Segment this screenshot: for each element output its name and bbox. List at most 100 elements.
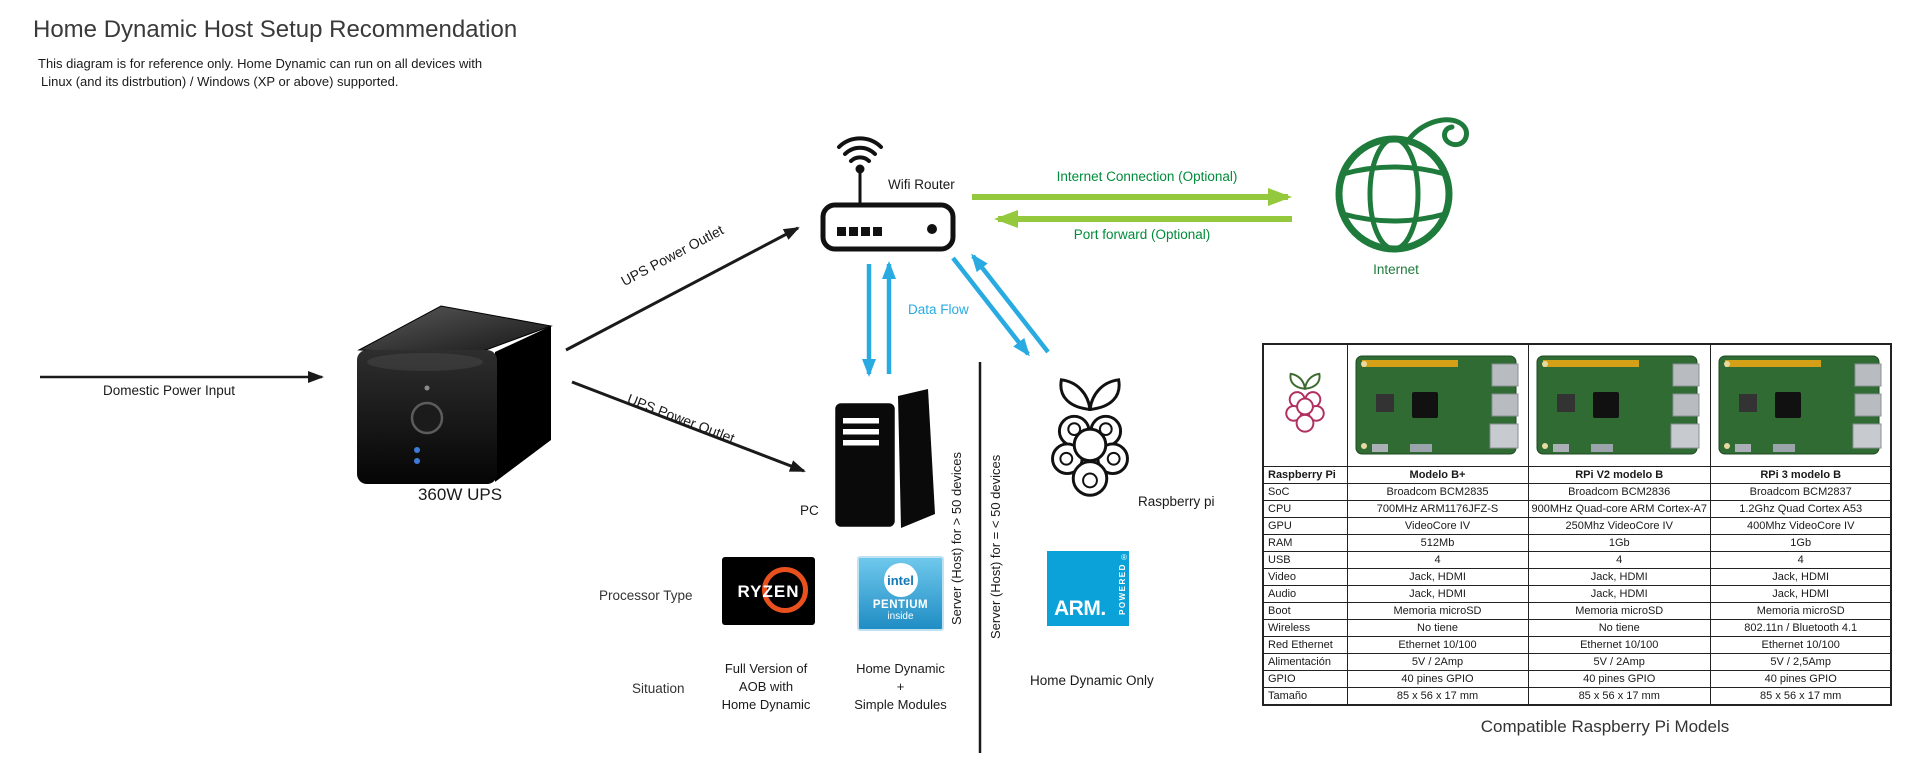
cell: 802.11n / Bluetooth 4.1 <box>1709 619 1892 637</box>
row-label: CPU <box>1262 500 1348 518</box>
cell: 40 pines GPIO <box>1709 670 1892 688</box>
wifi-router-label: Wifi Router <box>888 177 955 192</box>
row-label: RAM <box>1262 534 1348 552</box>
rpi-board-image-v2 <box>1527 343 1711 467</box>
cell: 400Mhz VideoCore IV <box>1709 517 1892 535</box>
rpi-board-image-3 <box>1709 343 1892 467</box>
intel-circle-icon: intel <box>883 563 918 597</box>
raspberry-logo-small-icon <box>1285 372 1325 433</box>
cell: 250Mhz VideoCore IV <box>1527 517 1711 535</box>
cell: Memoria microSD <box>1709 602 1892 620</box>
cell: 1Gb <box>1527 534 1711 552</box>
row-label: Tamaño <box>1262 687 1348 705</box>
intel-logo-text: intel <box>887 572 914 588</box>
raspberry-pi-icon <box>1040 366 1140 519</box>
internet-connection-label: Internet Connection (Optional) <box>1056 169 1238 184</box>
page-subtitle-line2: Linux (and its distrbution) / Windows (X… <box>41 74 399 89</box>
situation-line: + <box>896 679 905 694</box>
cell: Memoria microSD <box>1346 602 1529 620</box>
server-lte50-label: Server (Host) for = < 50 devices <box>988 454 1003 640</box>
ups-icon <box>345 288 575 498</box>
cell: VideoCore IV <box>1346 517 1529 535</box>
cell: 900MHz Quad-core ARM Cortex-A7 <box>1527 500 1711 518</box>
internet-label: Internet <box>1373 262 1419 277</box>
cell: Broadcom BCM2837 <box>1709 483 1892 501</box>
row-label: SoC <box>1262 483 1348 501</box>
cell: 1.2Ghz Quad Cortex A53 <box>1709 500 1892 518</box>
pc-tower-icon <box>828 386 948 543</box>
cell: Memoria microSD <box>1527 602 1711 620</box>
arm-powered-text: POWERED <box>1118 562 1127 615</box>
cell: Jack, HDMI <box>1527 585 1711 603</box>
situation-line: AOB with <box>738 679 794 694</box>
page-subtitle-line1: This diagram is for reference only. Home… <box>38 56 483 71</box>
arm-powered-logo: ARM. POWERED ® <box>1047 551 1129 626</box>
cell: Broadcom BCM2836 <box>1527 483 1711 501</box>
situation-line: Full Version of <box>724 661 808 676</box>
ups-outlet-bottom-label: UPS Power Outlet <box>625 390 737 447</box>
processor-type-label: Processor Type <box>599 588 693 603</box>
cell: RPi 3 modelo B <box>1709 466 1892 484</box>
server-gt50-label: Server (Host) for > 50 devices <box>949 451 964 625</box>
cell: No tiene <box>1527 619 1711 637</box>
situation-pc-intel: Home Dynamic + Simple Modules <box>843 660 958 714</box>
row-label: Red Ethernet <box>1262 636 1348 654</box>
cell: Jack, HDMI <box>1709 568 1892 586</box>
cell: 4 <box>1527 551 1711 569</box>
situation-pc-ryzen: Full Version of AOB with Home Dynamic <box>710 660 822 714</box>
cell: 4 <box>1346 551 1529 569</box>
ups-outlet-top-label: UPS Power Outlet <box>618 221 727 290</box>
cell: Jack, HDMI <box>1527 568 1711 586</box>
row-label: Wireless <box>1262 619 1348 637</box>
row-label: Audio <box>1262 585 1348 603</box>
table-image-row <box>1262 343 1892 467</box>
row-label: GPU <box>1262 517 1348 535</box>
domestic-power-label: Domestic Power Input <box>103 383 236 398</box>
situation-line: Home Dynamic <box>856 661 945 676</box>
cell: 40 pines GPIO <box>1527 670 1711 688</box>
intel-pentium-logo: intel PENTIUM inside <box>857 556 944 631</box>
internet-globe-icon <box>1322 110 1470 265</box>
row-label: USB <box>1262 551 1348 569</box>
arm-logo-text: ARM. <box>1054 597 1106 620</box>
situation-raspberry-label: Home Dynamic Only <box>1030 673 1154 688</box>
raspberry-logo-cell <box>1262 343 1348 467</box>
cell: 5V / 2,5Amp <box>1709 653 1892 671</box>
wifi-router-icon <box>820 113 965 258</box>
cell: 1Gb <box>1709 534 1892 552</box>
cell: 512Mb <box>1346 534 1529 552</box>
arm-registered-mark: ® <box>1121 553 1127 562</box>
cell: No tiene <box>1346 619 1529 637</box>
dataflow-arrow-to-router <box>971 253 1050 354</box>
cell: Modelo B+ <box>1346 466 1529 484</box>
ryzen-logo-text: RYZEN <box>737 582 800 601</box>
ryzen-ring-icon <box>762 567 808 613</box>
cell: 5V / 2Amp <box>1346 653 1529 671</box>
situation-line: Simple Modules <box>854 697 947 712</box>
table-caption: Compatible Raspberry Pi Models <box>1480 717 1730 736</box>
row-label: Boot <box>1262 602 1348 620</box>
row-label: Video <box>1262 568 1348 586</box>
cell: Ethernet 10/100 <box>1346 636 1529 654</box>
cell: 85 x 56 x 17 mm <box>1709 687 1892 705</box>
cell: 5V / 2Amp <box>1527 653 1711 671</box>
cell: 85 x 56 x 17 mm <box>1527 687 1711 705</box>
port-forward-label: Port forward (Optional) <box>1073 227 1211 242</box>
